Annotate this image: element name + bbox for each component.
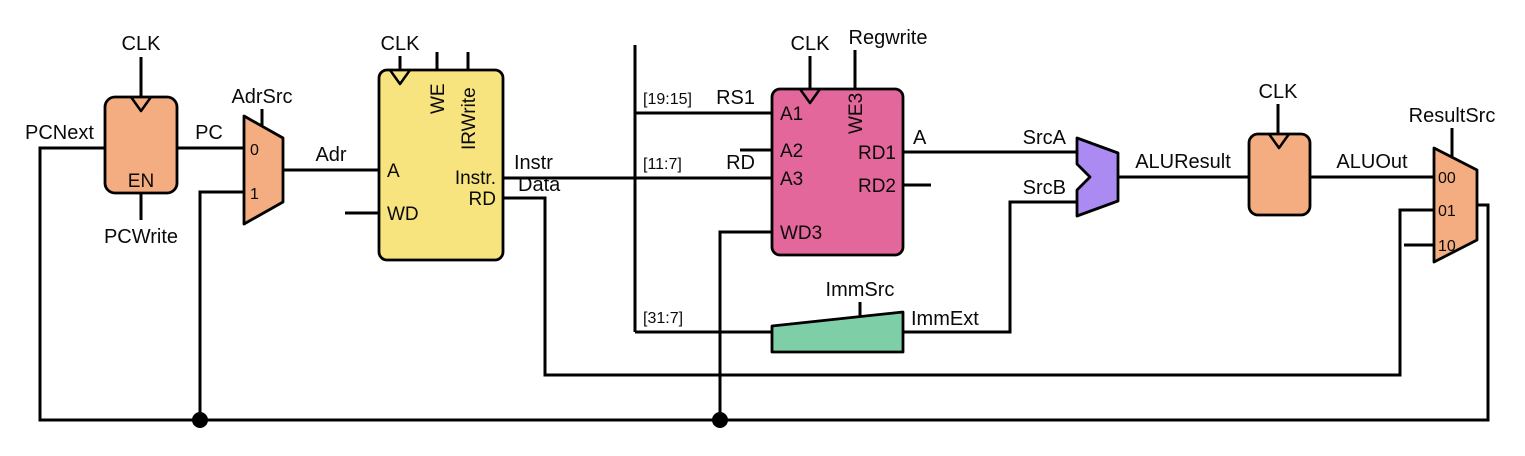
rs1-bits-label: [19:15] xyxy=(643,91,692,108)
junction-dot-wd3 xyxy=(712,412,728,428)
data-label: Data xyxy=(518,174,561,196)
rs1-label: RS1 xyxy=(716,87,755,109)
instr-data-memory xyxy=(377,68,505,262)
rf-wd3-port: WD3 xyxy=(780,223,822,244)
mem-rd-port: RD xyxy=(469,189,496,210)
pc-register xyxy=(103,95,179,195)
pcnext-label: PCNext xyxy=(25,122,94,144)
aluout-register xyxy=(1247,132,1312,217)
resultsrc-mux-10: 10 xyxy=(1438,238,1456,255)
rf-rd1-port: RD1 xyxy=(858,143,896,164)
memory-clk-icon xyxy=(388,69,412,86)
labels: CLK PCNext PC EN PCWrite AdrSrc 0 1 Adr … xyxy=(25,27,1495,330)
result-to-adrsrc1-wire xyxy=(198,190,244,420)
aluout-clk-icon xyxy=(1267,133,1291,150)
pc-clk-label: CLK xyxy=(122,33,162,55)
mem-a-port: A xyxy=(387,161,400,182)
mem-instr-port: Instr. xyxy=(455,168,496,189)
pcwrite-label: PCWrite xyxy=(104,226,178,248)
extend-unit xyxy=(770,310,905,354)
immsrc-label: ImmSrc xyxy=(826,279,895,301)
regwrite-label: Regwrite xyxy=(849,27,928,49)
resultsrc-mux xyxy=(1432,146,1479,264)
immext-label: ImmExt xyxy=(911,308,979,330)
srcb-wire xyxy=(903,200,1077,334)
mem-clk-label: CLK xyxy=(381,33,421,55)
result-bus-wire xyxy=(38,146,1490,422)
rf-a3-port: A3 xyxy=(780,169,803,190)
resultsrc-label: ResultSrc xyxy=(1409,105,1496,127)
mem-we-label: WE xyxy=(428,83,449,114)
aluout-clk-label: CLK xyxy=(1259,81,1299,103)
data-wire xyxy=(503,196,1434,377)
instr-label: Instr xyxy=(514,152,553,174)
rf-a1-port: A1 xyxy=(780,104,803,125)
resultsrc-mux-01: 01 xyxy=(1438,203,1456,220)
adrsrc-mux-0: 0 xyxy=(250,142,259,159)
aluout-label: ALUOut xyxy=(1336,151,1408,173)
result-to-wd3-wire xyxy=(718,230,772,420)
srcb-label: SrcB xyxy=(1023,177,1066,199)
rf-a2-port: A2 xyxy=(780,141,803,162)
rd-bits-label: [11:7] xyxy=(643,156,682,173)
alu xyxy=(1075,136,1120,218)
imm-bits-label: [31:7] xyxy=(643,310,683,327)
rf-we3-port: WE3 xyxy=(846,93,867,134)
pc-en-port: EN xyxy=(128,171,154,192)
register-file xyxy=(770,87,905,257)
adr-label: Adr xyxy=(315,144,346,166)
adrsrc-mux xyxy=(242,114,285,226)
srca-label: SrcA xyxy=(1023,127,1067,149)
aluresult-label: ALUResult xyxy=(1135,151,1231,173)
rd-label: RD xyxy=(726,152,755,174)
mem-wd-port: WD xyxy=(387,204,419,225)
junction-dot-adrsrc xyxy=(192,412,208,428)
rf-clk-label: CLK xyxy=(791,33,831,55)
resultsrc-mux-00: 00 xyxy=(1438,170,1456,187)
pc-label: PC xyxy=(195,122,223,144)
mem-irwrite-label: IRWrite xyxy=(459,87,480,150)
components xyxy=(103,68,1479,354)
rf-rd2-port: RD2 xyxy=(858,176,896,197)
regfile-clk-icon xyxy=(798,88,822,105)
adrsrc-label: AdrSrc xyxy=(231,86,292,108)
adrsrc-mux-1: 1 xyxy=(250,186,259,203)
pc-clk-icon xyxy=(129,96,153,113)
a-wire-label: A xyxy=(913,127,927,149)
